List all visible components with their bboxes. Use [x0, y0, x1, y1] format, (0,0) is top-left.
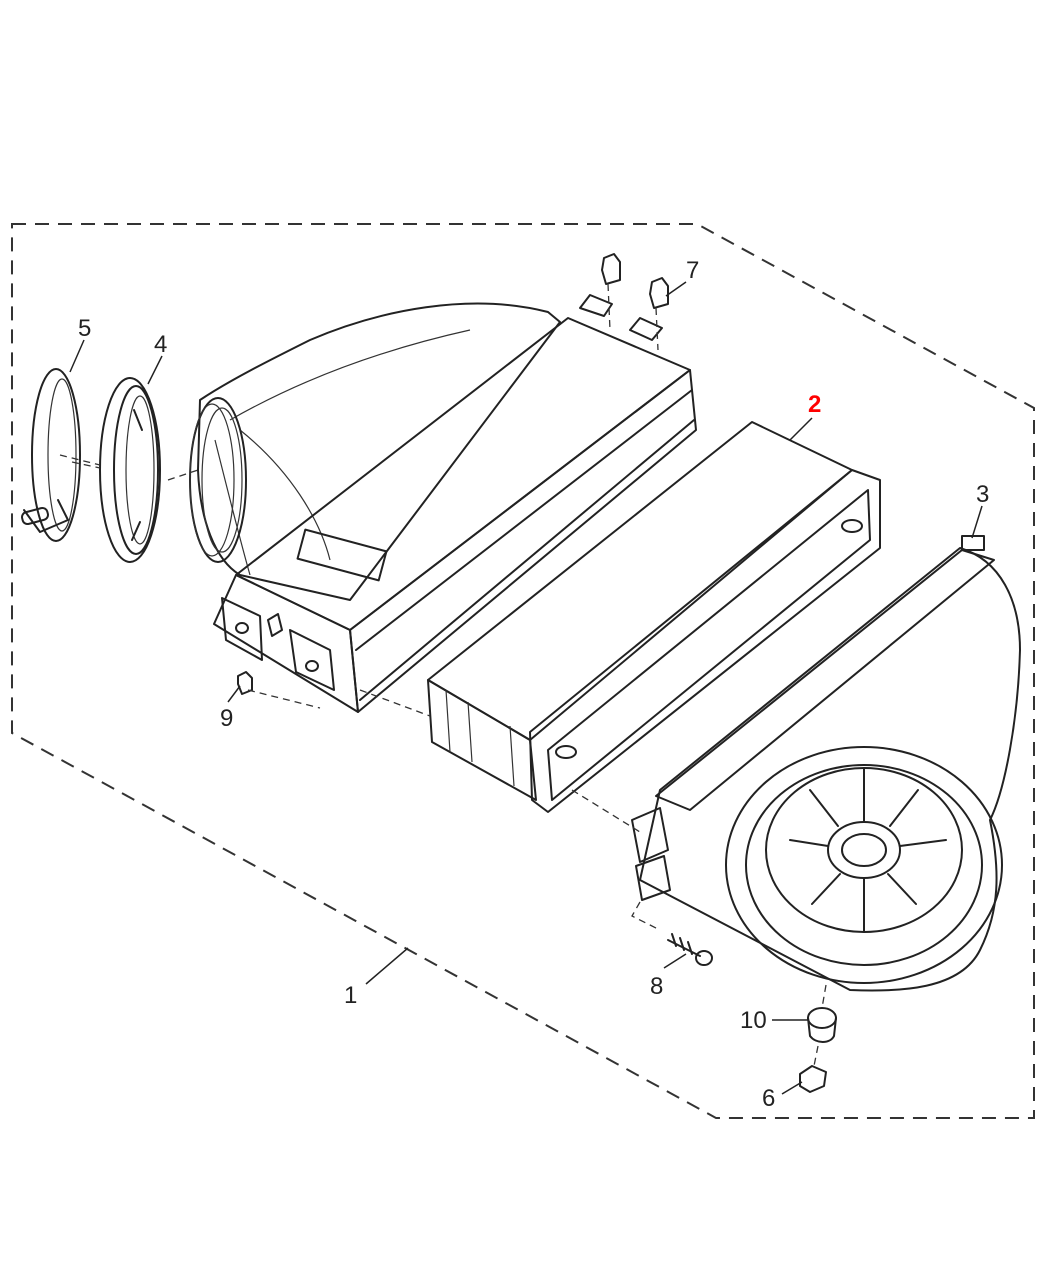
- part-clamp-band: [21, 368, 81, 542]
- part-clip-7a: [601, 253, 621, 285]
- callout-4: 4: [154, 331, 167, 358]
- part-pin-9: [237, 671, 253, 695]
- callout-6: 6: [762, 1085, 775, 1112]
- callout-5: 5: [78, 315, 91, 342]
- callout-1: 1: [344, 982, 357, 1009]
- callout-7: 7: [686, 257, 699, 284]
- assembly-boundary-dashed: [11, 223, 1035, 1119]
- part-upper-housing: [189, 294, 697, 713]
- part-filter-element: [427, 421, 881, 813]
- part-lower-housing: [631, 535, 1021, 992]
- part-nut-6: [799, 1065, 827, 1093]
- part-clip-7b: [649, 277, 669, 309]
- part-seal-ring: [99, 377, 161, 563]
- callout-3: 3: [976, 481, 989, 508]
- callout-9: 9: [220, 705, 233, 732]
- part-grommet-10: [807, 1007, 837, 1043]
- callout-2: 2: [808, 391, 821, 418]
- callout-10: 10: [740, 1007, 767, 1034]
- part-screw-8: [667, 933, 713, 966]
- callout-8: 8: [650, 973, 663, 1000]
